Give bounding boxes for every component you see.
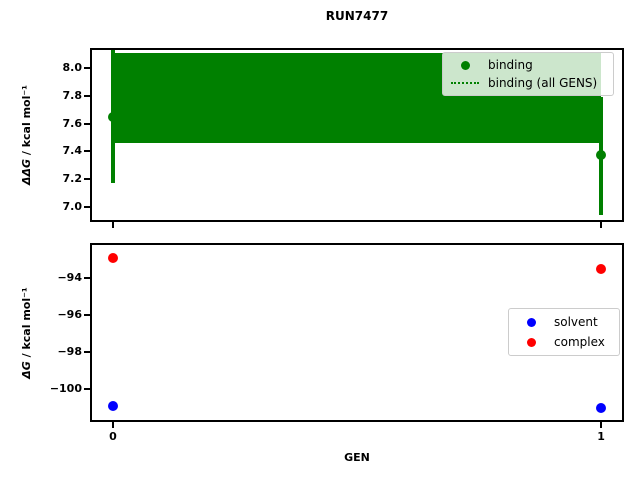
- ddg-legend: binding binding (all GENS): [442, 52, 614, 96]
- x-tick-label: 1: [597, 430, 605, 443]
- legend-label: complex: [554, 335, 605, 349]
- y-tick-label: 7.8: [62, 88, 83, 102]
- dg-y-axis-label-symbol: ΔG: [20, 361, 33, 379]
- y-tick-label: 8.0: [62, 61, 83, 75]
- y-tick-label: −98: [57, 345, 82, 359]
- y-tick-mark: [84, 277, 90, 280]
- legend-dot-icon: [516, 337, 546, 347]
- legend-label: solvent: [554, 315, 598, 329]
- y-tick-mark: [84, 351, 90, 354]
- dot-marker-icon: [460, 60, 470, 70]
- solvent-point: [596, 402, 607, 413]
- complex-point: [107, 252, 118, 263]
- dg-legend: solvent complex: [508, 308, 620, 356]
- y-tick-label: −94: [57, 271, 82, 285]
- binding-point: [596, 150, 607, 161]
- y-tick-mark: [84, 178, 90, 181]
- y-tick-label: 7.2: [62, 172, 83, 186]
- y-tick-label: −96: [57, 308, 82, 322]
- legend-dot-icon: [450, 60, 480, 70]
- binding-point: [107, 111, 118, 122]
- dg-axes: solvent complex −94 −96 −98 −100 0 1: [50, 243, 624, 443]
- legend-row: complex: [516, 332, 612, 352]
- y-tick-mark: [84, 122, 90, 125]
- figure-title: RUN7477: [325, 9, 389, 23]
- legend-row: solvent: [516, 312, 612, 332]
- x-tick-mark: [111, 222, 114, 228]
- legend-dotted-line-icon: [450, 82, 480, 84]
- legend-label: binding (all GENS): [488, 76, 598, 90]
- x-tick-label: 0: [109, 430, 117, 443]
- dotted-line-icon: [451, 82, 479, 84]
- y-tick-mark: [84, 314, 90, 317]
- y-tick-mark: [84, 150, 90, 153]
- legend-row: binding: [450, 56, 606, 74]
- x-axis-label: GEN: [344, 451, 370, 464]
- y-tick-label: −100: [49, 382, 82, 396]
- x-tick-mark: [600, 422, 603, 428]
- y-tick-label: 7.6: [62, 116, 83, 130]
- x-tick-mark: [111, 422, 114, 428]
- legend-dot-icon: [516, 317, 546, 327]
- y-tick-mark: [84, 388, 90, 391]
- ddg-axes: binding binding (all GENS) 8.0 7.8 7.6 7.4 7.…: [63, 48, 624, 228]
- complex-point: [596, 263, 607, 274]
- legend-row: binding (all GENS): [450, 74, 606, 92]
- y-tick-mark: [84, 94, 90, 97]
- dot-marker-icon: [526, 337, 536, 347]
- solvent-point: [107, 401, 118, 412]
- y-tick-label: 7.0: [62, 199, 83, 213]
- dot-marker-icon: [526, 317, 536, 327]
- y-tick-mark: [84, 67, 90, 70]
- legend-label: binding: [488, 58, 533, 72]
- y-tick-label: 7.4: [62, 144, 83, 158]
- x-tick-mark: [600, 222, 603, 228]
- y-tick-mark: [84, 205, 90, 208]
